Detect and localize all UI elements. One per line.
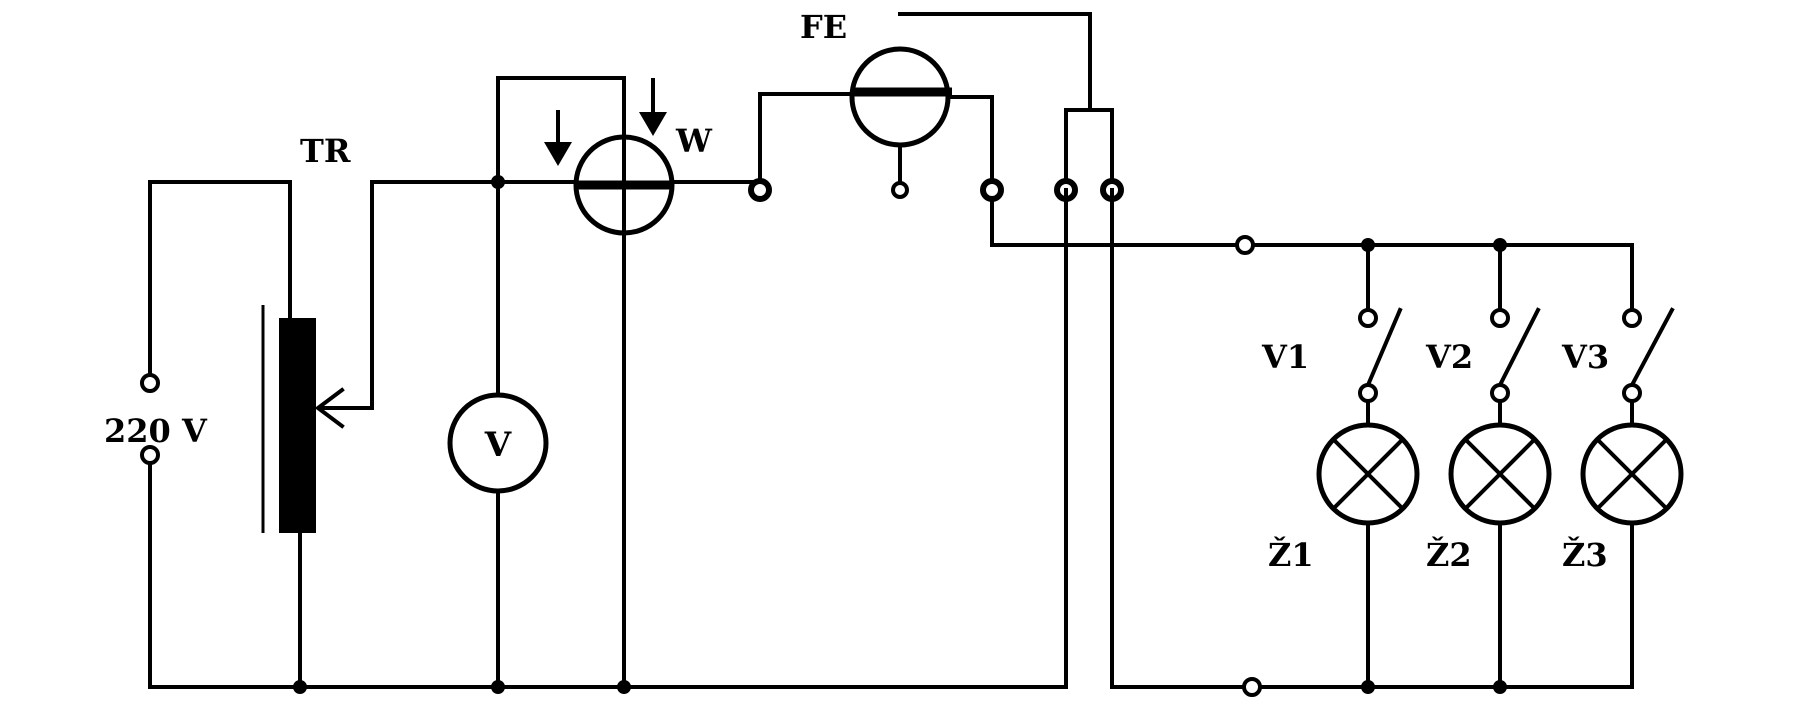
transformer-core xyxy=(279,318,316,533)
label-lamp-1: Ž1 xyxy=(1268,536,1314,574)
switch-v3 xyxy=(1629,307,1675,388)
fe-terminal-1 xyxy=(748,178,772,202)
fe-terminal-2 xyxy=(891,181,909,199)
label-transformer: TR xyxy=(300,132,351,170)
label-energy-meter: FE xyxy=(800,8,847,46)
wattmeter-w xyxy=(496,76,675,694)
return-line-right xyxy=(1110,188,1634,689)
load-terminal-bottom xyxy=(1242,677,1262,697)
transformer-tr xyxy=(261,180,374,689)
energy-meter-fe xyxy=(748,12,1124,247)
lamp-1-icon xyxy=(1316,422,1420,526)
return-line-left xyxy=(148,188,1068,689)
label-lamp-3: Ž3 xyxy=(1562,536,1608,574)
source-terminal-bottom xyxy=(140,445,160,465)
label-switch-1: V1 xyxy=(1261,338,1309,376)
source-terminal-top xyxy=(140,373,160,393)
load-branch-1 xyxy=(1316,238,1420,694)
load-branch-2 xyxy=(1448,238,1552,694)
label-switch-3: V3 xyxy=(1561,338,1609,376)
load-branch-3 xyxy=(1580,307,1684,689)
lamp-3-icon xyxy=(1580,422,1684,526)
label-voltmeter: V xyxy=(484,425,512,465)
label-source: 220 V xyxy=(104,412,208,450)
voltage-arrow-icon xyxy=(639,78,667,136)
label-wattmeter: W xyxy=(675,122,713,160)
fe-terminal-3 xyxy=(980,178,1004,202)
load-terminal-top xyxy=(1235,235,1255,255)
switch-v1 xyxy=(1365,307,1403,388)
voltmeter-branch xyxy=(447,175,549,694)
load-bus-top xyxy=(990,243,1634,320)
switch-v2 xyxy=(1497,307,1541,388)
current-arrow-icon xyxy=(544,110,572,166)
label-switch-2: V2 xyxy=(1425,338,1473,376)
energy-meter xyxy=(849,46,951,148)
label-lamp-2: Ž2 xyxy=(1426,536,1472,574)
lamp-2-icon xyxy=(1448,422,1552,526)
